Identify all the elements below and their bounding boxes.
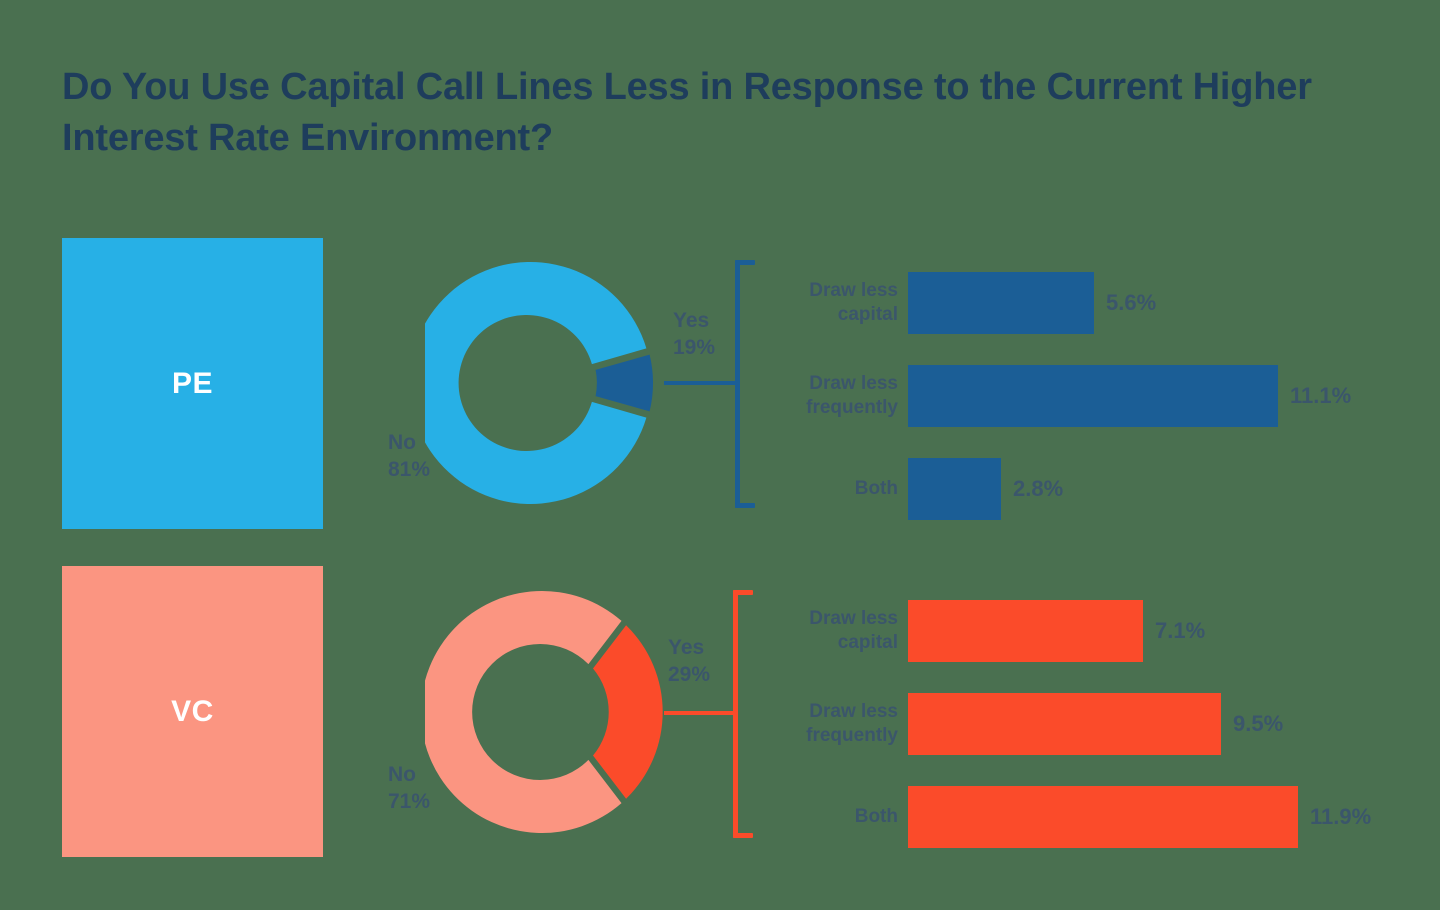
bracket-connector-vc — [664, 590, 774, 838]
category-block-pe: PE — [62, 238, 323, 529]
donut-label-pe-no-text: No — [388, 431, 416, 454]
bar-row: Both 11.9% — [770, 786, 1371, 848]
bar-row: Draw less frequently 11.1% — [770, 365, 1351, 427]
bar-row-label: Draw less capital — [809, 608, 898, 653]
bar-row: Draw less capital 7.1% — [770, 600, 1371, 662]
bar-row-label: Draw less frequently — [806, 701, 898, 746]
donut-label-vc-no: No 71% — [388, 762, 430, 816]
bracket-spine-vc — [733, 590, 738, 838]
bar-fill — [908, 693, 1221, 755]
bar-value-label: 7.1% — [1155, 618, 1206, 643]
donut-chart-pe — [425, 262, 667, 504]
category-block-vc: VC — [62, 566, 323, 857]
donut-chart-vc — [425, 591, 667, 833]
bar-fill — [908, 600, 1143, 662]
bracket-tick-bottom-vc — [733, 833, 753, 838]
bracket-tick-top-pe — [735, 260, 755, 265]
bar-row-label: Both — [854, 478, 898, 500]
bar-fill — [908, 786, 1298, 848]
donut-slice-pe-no — [425, 262, 647, 504]
donut-slice-pe-yes — [595, 354, 653, 412]
bracket-stem-pe — [664, 381, 740, 385]
donut-label-vc-no-text: No — [388, 763, 416, 786]
category-label-pe: PE — [171, 366, 214, 400]
bracket-connector-pe — [664, 260, 774, 508]
bar-fill — [908, 365, 1278, 427]
bar-value-label: 11.1% — [1290, 383, 1352, 408]
donut-label-vc-yes: Yes 29% — [668, 635, 710, 689]
bar-fill — [908, 458, 1001, 520]
bar-row-label: Draw less capital — [809, 280, 898, 325]
bar-fill — [908, 272, 1094, 334]
bracket-spine-pe — [735, 260, 740, 508]
donut-label-pe-yes-text: Yes — [673, 309, 710, 332]
bar-row: Draw less capital 5.6% — [770, 272, 1351, 334]
bar-row-label: Both — [854, 806, 898, 828]
donut-label-pe-no-value: 81% — [388, 457, 431, 481]
donut-label-pe-yes-value: 19% — [673, 335, 716, 359]
bracket-stem-vc — [664, 711, 738, 715]
donut-label-vc-no-value: 71% — [388, 789, 431, 813]
bracket-tick-bottom-pe — [735, 503, 755, 508]
bar-chart-vc: Draw less capital 7.1% Draw less frequen… — [770, 600, 1371, 848]
donut-label-vc-yes-text: Yes — [668, 636, 705, 659]
bar-value-label: 2.8% — [1013, 476, 1064, 501]
bar-row-label: Draw less frequently — [806, 373, 898, 418]
bracket-tick-top-vc — [733, 590, 753, 595]
donut-label-vc-yes-value: 29% — [668, 662, 711, 686]
category-label-vc: VC — [171, 694, 214, 728]
donut-slice-vc-yes — [593, 625, 663, 799]
bar-row: Both 2.8% — [770, 458, 1351, 520]
donut-label-pe-no: No 81% — [388, 430, 430, 484]
donut-label-pe-yes: Yes 19% — [673, 308, 715, 362]
bar-value-label: 11.9% — [1310, 804, 1372, 829]
page-title: Do You Use Capital Call Lines Less in Re… — [62, 66, 1312, 159]
bar-value-label: 5.6% — [1106, 290, 1157, 315]
bar-row: Draw less frequently 9.5% — [770, 693, 1371, 755]
bar-value-label: 9.5% — [1233, 711, 1284, 736]
bar-chart-pe: Draw less capital 5.6% Draw less frequen… — [770, 272, 1351, 520]
donut-slice-vc-no — [425, 591, 622, 833]
